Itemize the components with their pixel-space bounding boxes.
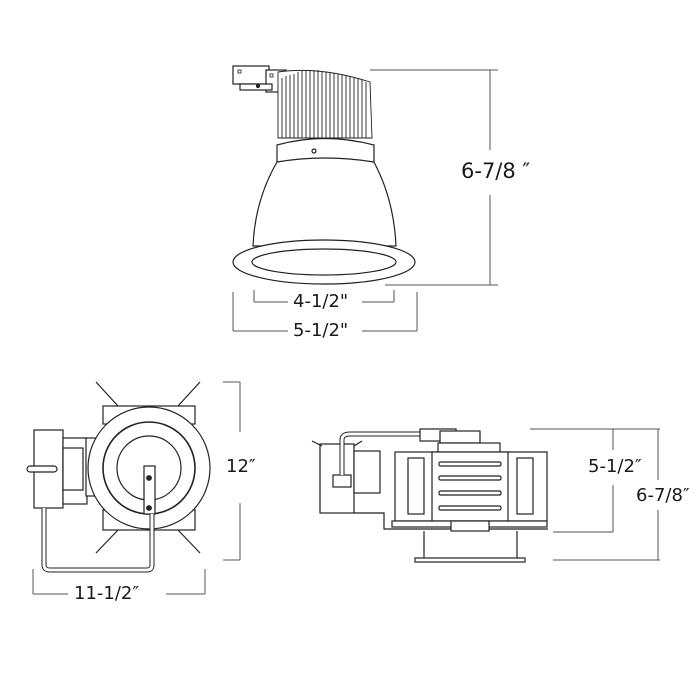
side-dimension-lines (530, 428, 660, 561)
overall-height-label: 6-7/8″ (636, 485, 690, 506)
front-height-label: 6-7/8 ″ (461, 159, 531, 183)
front-view-downlight (232, 65, 416, 285)
trim-flange (232, 239, 416, 285)
side-view-housing (311, 428, 548, 563)
top-dimension-lines (32, 381, 241, 595)
collar (276, 137, 375, 163)
top-depth-label: 12″ (226, 456, 256, 477)
aperture-label: 4-1/2" (293, 291, 349, 312)
trim-diameter-label: 5-1/2" (293, 320, 349, 341)
reflector-cone (252, 157, 397, 247)
front-dimension-lines (232, 69, 498, 332)
housing-height-label: 5-1/2″ (588, 456, 642, 477)
top-view-housing (26, 381, 211, 573)
heat-sink (277, 69, 373, 139)
top-width-label: 11-1/2″ (74, 583, 140, 604)
